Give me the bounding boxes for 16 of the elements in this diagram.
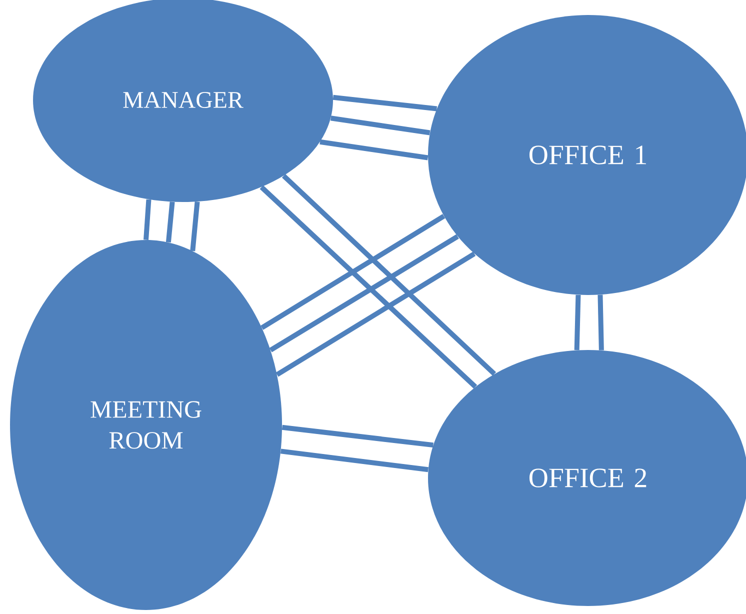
ellipse-node: MEETING ROOM [10,240,282,610]
connector-line [574,294,581,350]
connector-line [144,199,152,240]
connector-line [276,252,476,377]
connector-line [282,174,496,376]
connector-line [269,234,459,352]
connector-line [280,448,428,472]
connector-line [190,201,200,252]
connector-line [598,294,604,350]
connector-line [320,139,428,160]
connector-line [260,185,478,389]
connector-line [260,214,446,330]
connector-line [166,202,175,243]
connector-line [332,94,438,112]
connector-line [282,424,434,448]
connector-line [330,116,430,136]
